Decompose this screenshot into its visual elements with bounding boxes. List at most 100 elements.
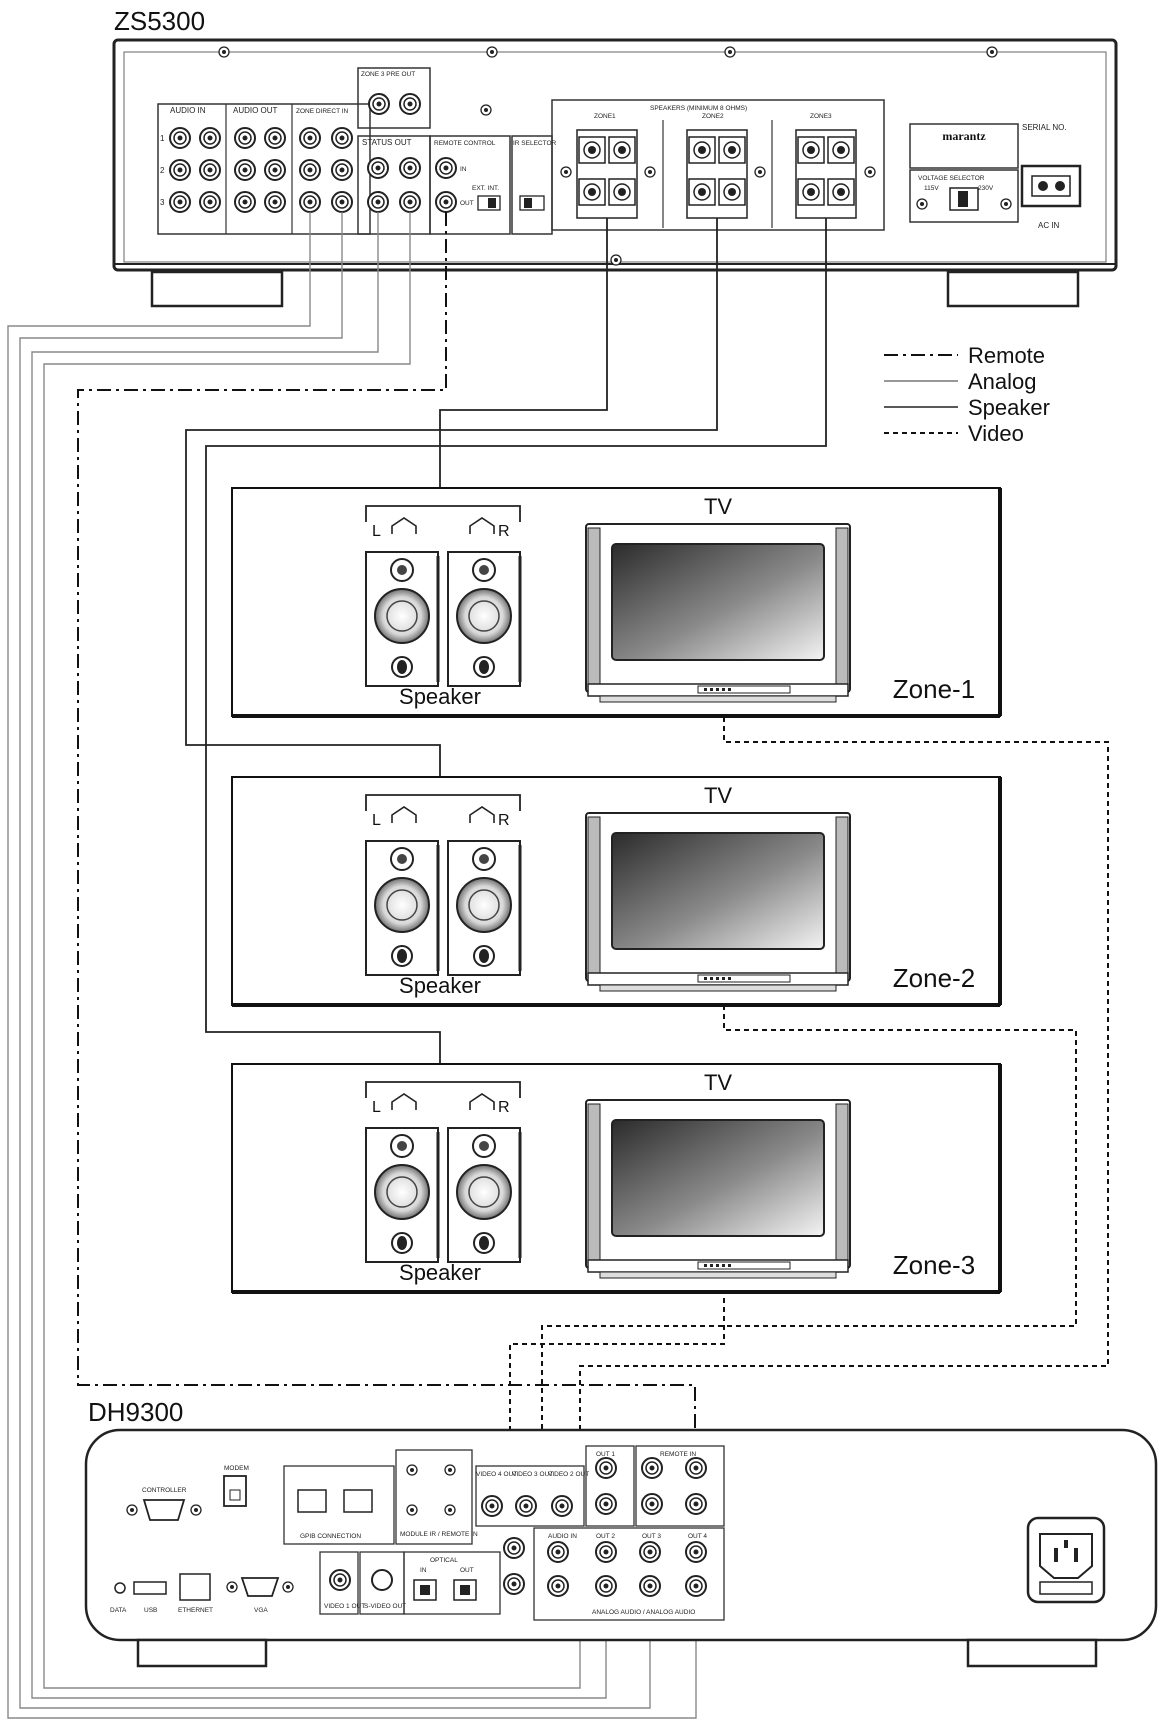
v230-label: 230V xyxy=(978,185,994,192)
server-audio-ports: OUT 1 REMOTE IN AUDIO IN OUT 2 OUT 3 OUT… xyxy=(533,1445,725,1621)
speaker-right-label: R xyxy=(498,523,510,540)
server-foot-left xyxy=(136,1638,268,1668)
receiver-remote-control: REMOTE CONTROL IN OUT EXT. INT. IR SELEC… xyxy=(429,135,557,235)
optical-label: OPTICAL xyxy=(430,1557,458,1564)
speaker-right xyxy=(447,551,522,687)
tv-screen xyxy=(611,832,825,950)
speaker-right xyxy=(447,1127,522,1263)
video2-out-label: VIDEO 2 OUT xyxy=(548,1471,589,1478)
video1-out-label: VIDEO 1 OUT xyxy=(324,1603,365,1610)
speaker-label: Speaker xyxy=(399,973,481,998)
video3-out-label: VIDEO 3 OUT xyxy=(512,1471,553,1478)
analog-wires xyxy=(7,212,697,1719)
speaker-label: Speaker xyxy=(399,1260,481,1285)
tv xyxy=(585,523,851,703)
optical-out-label: OUT xyxy=(460,1567,474,1574)
tv xyxy=(585,812,851,992)
receiver-speaker-terminals: SPEAKERS (MINIMUM 8 OHMS) ZONE1 ZONE2 ZO… xyxy=(551,99,885,231)
server-av-ports: MODULE IR / REMOTE IN VIDEO 4 OUT VIDEO … xyxy=(319,1449,589,1615)
server-left-ports: CONTROLLER MODEM GPIB CONNECTION DATA US… xyxy=(110,1465,395,1614)
receiver-foot-right xyxy=(946,270,1080,308)
speaker-right-label: R xyxy=(498,812,510,829)
v115-label: 115V xyxy=(924,185,939,192)
legend-analog-label: Analog xyxy=(968,369,1037,394)
zone-name: Zone-2 xyxy=(893,963,975,993)
zone-panel: L R Speaker TV Zone-3 xyxy=(231,1063,1002,1294)
server-rear-panel xyxy=(84,1428,1158,1668)
speaker-left xyxy=(365,840,440,976)
server-model-label: DH9300 xyxy=(88,1397,183,1427)
ir-in-label: IN xyxy=(460,166,467,173)
remote-control-label: REMOTE CONTROL xyxy=(434,140,496,147)
speaker-left xyxy=(365,1127,440,1263)
tv-label: TV xyxy=(704,494,732,519)
row3-label: 3 xyxy=(160,198,165,207)
vga-label: VGA xyxy=(254,1607,268,1614)
zone-panel: L R Speaker TV Zone-2 xyxy=(231,776,1002,1007)
remote-in-label: REMOTE IN xyxy=(660,1451,696,1458)
speaker-left-label: L xyxy=(372,812,381,829)
zone2-terminal-label: ZONE2 xyxy=(702,113,724,120)
speaker-bracket xyxy=(365,1081,521,1098)
modem-label: MODEM xyxy=(224,1465,249,1472)
ir-selector-label: IR SELECTOR xyxy=(513,140,557,147)
zone-panel: L R Speaker TV Zone-1 xyxy=(231,487,1002,718)
receiver-model-label: ZS5300 xyxy=(114,6,205,36)
zone1-terminal-label: ZONE1 xyxy=(594,113,616,120)
out1-label: OUT 1 xyxy=(596,1451,615,1458)
server-foot-right xyxy=(966,1638,1098,1668)
video4-out-label: VIDEO 4 OUT xyxy=(476,1471,517,1478)
tv-screen xyxy=(611,543,825,661)
out4-label: OUT 4 xyxy=(688,1533,707,1540)
out3-label: OUT 3 xyxy=(642,1533,661,1540)
zone-name: Zone-1 xyxy=(893,674,975,704)
speaker-wires xyxy=(185,218,827,1081)
speaker-left xyxy=(365,551,440,687)
audio-in-label: AUDIO IN xyxy=(170,106,206,115)
zone3-terminal-label: ZONE3 xyxy=(810,113,832,120)
receiver-power-section: marantz SERIAL NO. VOLTAGE SELECTOR 115V… xyxy=(909,123,1082,230)
svideo-out-label: S-VIDEO OUT xyxy=(364,1603,406,1610)
receiver-foot-left xyxy=(150,270,284,308)
speaker-right xyxy=(447,840,522,976)
row2-label: 2 xyxy=(160,166,165,175)
status-out-label: STATUS OUT xyxy=(362,138,412,147)
receiver-rear-panel xyxy=(112,38,1118,308)
legend: Remote Analog Speaker Video xyxy=(884,343,1050,446)
legend-speaker-label: Speaker xyxy=(968,395,1050,420)
ir-out-label: OUT xyxy=(460,200,474,207)
ethernet-label: ETHERNET xyxy=(178,1607,213,1614)
speaker-bracket xyxy=(365,505,521,522)
tv-label: TV xyxy=(704,1070,732,1095)
module-ir-label: MODULE IR / REMOTE IN xyxy=(400,1531,478,1538)
ext-int-label: EXT. INT. xyxy=(472,185,499,192)
voltage-selector-label: VOLTAGE SELECTOR xyxy=(918,175,985,182)
speaker-left-label: L xyxy=(372,1099,381,1116)
tv-label: TV xyxy=(704,783,732,808)
speaker-label: Speaker xyxy=(399,684,481,709)
server-power-inlet xyxy=(1026,1516,1106,1604)
speaker-left-label: L xyxy=(372,523,381,540)
audio-in-server-label: AUDIO IN xyxy=(548,1533,577,1540)
gpib-label: GPIB CONNECTION xyxy=(300,1533,361,1540)
legend-remote-label: Remote xyxy=(968,343,1045,368)
row1-label: 1 xyxy=(160,134,165,143)
tv-screen xyxy=(611,1119,825,1237)
legend-video-label: Video xyxy=(968,421,1024,446)
remote-wire xyxy=(77,212,696,1468)
speaker-right-label: R xyxy=(498,1099,510,1116)
zone3-pre-out-label: ZONE 3 PRE OUT xyxy=(361,71,415,78)
data-label: DATA xyxy=(110,1607,127,1614)
optical-in-label: IN xyxy=(420,1567,427,1574)
speaker-bracket xyxy=(365,794,521,811)
zone-name: Zone-3 xyxy=(893,1250,975,1280)
tv xyxy=(585,1099,851,1279)
zone-direct-in-label: ZONE DIRECT IN xyxy=(296,108,349,115)
usb-label: USB xyxy=(144,1607,157,1614)
audio-out-label: AUDIO OUT xyxy=(233,106,278,115)
out2-label: OUT 2 xyxy=(596,1533,615,1540)
ac-in-label: AC IN xyxy=(1038,221,1060,230)
brand-logo: marantz xyxy=(942,129,986,143)
